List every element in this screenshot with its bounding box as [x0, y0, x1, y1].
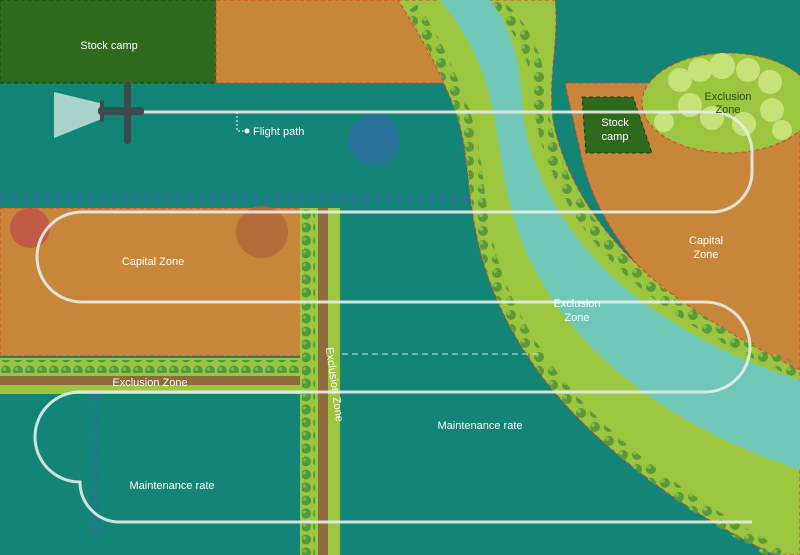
riparian-trees-left — [406, 4, 784, 555]
stock-camp-topleft — [0, 0, 217, 84]
label-capital-left: Capital Zone — [122, 256, 184, 268]
river — [440, 0, 800, 470]
flight-path-leader — [236, 112, 245, 132]
label-capital-right-1: Capital — [689, 235, 723, 247]
riparian-trees-right — [485, 0, 800, 379]
flight-path — [33, 110, 754, 524]
aircraft-icon — [98, 82, 144, 144]
hedge-row-vertical — [302, 208, 315, 555]
label-stock-camp-right-1: Stock — [601, 117, 629, 129]
spray-cone — [54, 92, 104, 138]
flight-path-marker — [244, 128, 250, 134]
label-exclusion-topright-2: Zone — [715, 104, 740, 116]
label-stock-camp-topleft: Stock camp — [80, 40, 137, 52]
label-exclusion-horizontal: Exclusion Zone — [112, 377, 187, 389]
label-maintenance-center: Maintenance rate — [438, 420, 523, 432]
lane-horizontal — [0, 376, 318, 385]
tree-orange — [236, 206, 288, 258]
label-stock-camp-right-2: camp — [602, 131, 629, 143]
label-maintenance-left: Maintenance rate — [130, 480, 215, 492]
label-exclusion-river-2: Zone — [564, 312, 589, 324]
lane-vertical — [318, 208, 328, 555]
label-exclusion-river-1: Exclusion — [553, 298, 600, 310]
label-flight-path: Flight path — [253, 126, 304, 138]
label-capital-right-2: Zone — [693, 249, 718, 261]
tree-blue — [348, 114, 400, 166]
label-exclusion-topright-1: Exclusion — [704, 91, 751, 103]
hedge-row-horizontal — [0, 360, 318, 373]
tree-red-left — [10, 208, 50, 248]
